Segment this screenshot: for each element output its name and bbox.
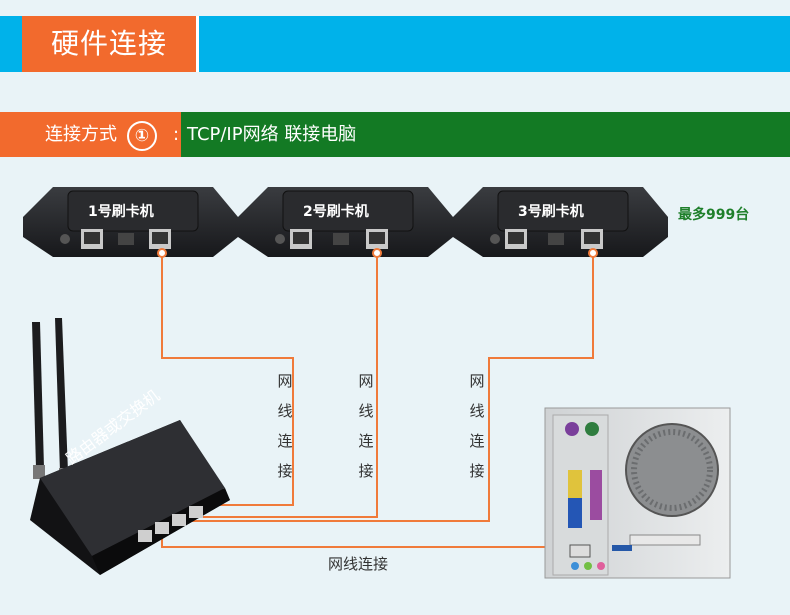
cables [161,252,594,548]
bottom-cable-label: 网线连接 [328,555,389,573]
header-bar: 硬件连接 [0,16,790,72]
method-label: 连接方式 [45,124,117,145]
cable-pc [161,532,590,548]
cable-label-2: 网线连接 [358,372,374,480]
router-image [30,318,230,575]
cable-reader-2 [175,252,378,518]
cable-reader-1 [161,252,294,506]
reader-2-label: 2号刷卡机 [303,204,369,220]
reader-1-label: 1号刷卡机 [88,204,154,220]
card-reader-1 [23,187,238,258]
header-divider [196,16,199,72]
cable-label-1: 网线连接 [277,372,293,480]
method-number: ① [127,121,157,151]
connection-method-bar: 连接方式 ① : TCP/IP网络 联接电脑 [0,112,790,157]
card-reader-3 [453,187,668,258]
method-description: TCP/IP网络 联接电脑 [181,112,790,157]
pc-tower-image [544,407,731,579]
cable-reader-3 [180,252,594,522]
method-label-box: 连接方式 ① [0,112,173,157]
method-separator: : [173,112,181,157]
max-readers-note: 最多999台 [678,207,750,223]
cable-label-3: 网线连接 [469,372,485,480]
card-reader-2 [238,187,453,258]
reader-3-label: 3号刷卡机 [518,204,584,220]
page-title: 硬件连接 [22,16,196,72]
